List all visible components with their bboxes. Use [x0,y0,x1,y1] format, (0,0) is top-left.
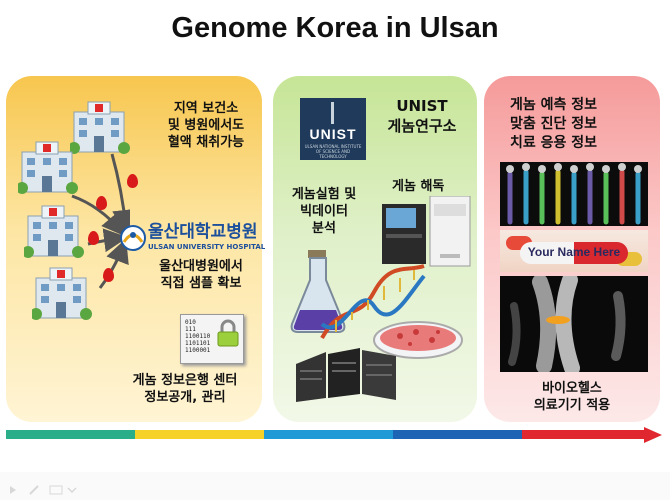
screen-icon [49,485,63,495]
slide-footer [0,472,670,500]
petri-dish-icon [373,321,463,359]
pills-image: Your Name Here [500,230,648,272]
biohealth-text: 바이오헬스 의료기기 적용 [533,381,611,413]
blood-collection-text: 지역 보건소 및 병원에서도 혈액 채취가능 [167,101,245,150]
capsule-icon [520,242,628,264]
data-bank-text: 게놈 정보은행 센터 정보공개, 관리 [132,373,238,405]
genome-info-text: 게놈 예측 정보 맞춤 진단 정보 치료 응용 정보 [510,97,598,151]
pen-icon [29,485,39,495]
blood-drop-icon [88,231,99,245]
blood-drop-icon [103,268,114,282]
server-rack-icon [296,348,396,402]
timeline-segment-5 [522,430,646,439]
flow-arrows [71,153,130,289]
lock-icon [217,319,239,347]
unist-logo: UNIST ULSAN NATIONAL INSTITUTE OF SCIENC… [300,98,366,160]
sequencer-icon [382,196,471,267]
unist-heading: UNIST 게놈연구소 [387,97,457,135]
hospital-icon [32,267,92,320]
timeline-segment-2 [135,430,264,439]
sequencing-text: 게놈 해독 [392,179,445,194]
hospital-icon [70,101,130,154]
hospital-name-kr: 울산대학교병원 [148,222,258,242]
timeline-segment-4 [393,430,522,439]
blood-drop-icon [127,174,138,188]
page-title: Genome Korea in Ulsan [171,12,499,44]
hospital-icon [18,141,78,194]
blood-drop-icon [96,196,107,210]
slideshow-controls[interactable] [8,484,88,496]
sample-text: 울산대병원에서 직접 샘플 확보 [159,259,243,291]
timeline-segment-1 [6,430,135,439]
data-bank-icon: 010 111 1100110 1101101 1100001 [180,314,244,364]
bigdata-text: 게놈실험 및 빅데이터 분석 [291,187,357,236]
hospital-icon [24,205,84,258]
timeline-arrow-icon [644,427,662,443]
chevron-down-icon [67,487,77,494]
chromosome-icon [500,276,648,372]
previous-icon [10,486,16,494]
timeline-segment-3 [264,430,393,439]
dna-icon [320,264,426,339]
hospital-name-en: ULSAN UNIVERSITY HOSPITAL [148,243,266,251]
human-dna-figures-icon [500,162,648,226]
ulsan-hospital-logo-icon [120,225,146,251]
